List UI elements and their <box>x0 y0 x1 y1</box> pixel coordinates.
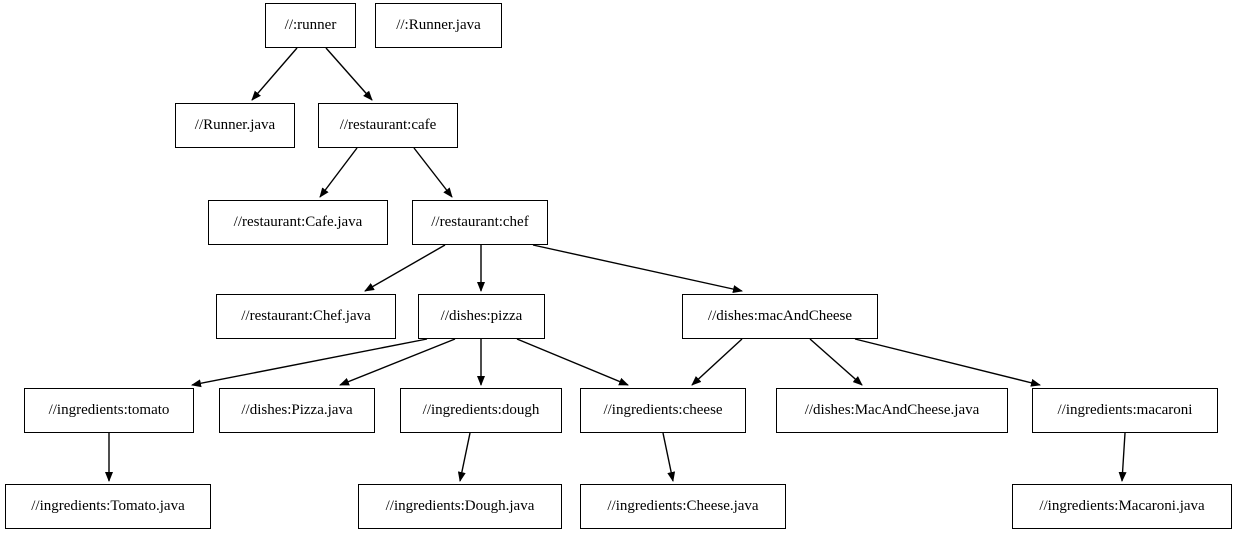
node-label: //dishes:pizza <box>440 308 523 324</box>
node-ingredients_macaroni[interactable]: //ingredients:macaroni <box>1032 388 1218 433</box>
node-restaurant_cafe_java[interactable]: //restaurant:Cafe.java <box>208 200 388 245</box>
node-label: //:runner <box>284 17 337 33</box>
edge-ingredients_cheese-to-ingredients_cheese_java <box>662 432 676 482</box>
edge-dishes_pizza-to-dishes_pizza_java <box>339 338 456 386</box>
node-ingredients_tomato[interactable]: //ingredients:tomato <box>24 388 194 433</box>
node-ingredients_dough_java[interactable]: //ingredients:Dough.java <box>358 484 562 529</box>
edge-dishes_pizza-to-ingredients_tomato <box>191 338 428 388</box>
node-ingredients_cheese[interactable]: //ingredients:cheese <box>580 388 746 433</box>
node-runner_java[interactable]: //Runner.java <box>175 103 295 148</box>
edge-runner_target-to-runner_java <box>251 47 298 101</box>
edge-ingredients_macaroni-to-ingredients_macaroni_java <box>1118 432 1127 482</box>
node-label: //ingredients:macaroni <box>1057 402 1193 418</box>
node-label: //dishes:macAndCheese <box>707 308 853 324</box>
node-label: //ingredients:Tomato.java <box>31 498 185 514</box>
node-label: //ingredients:dough <box>422 402 540 418</box>
node-label: //Runner.java <box>194 117 276 133</box>
node-label: //ingredients:tomato <box>48 402 170 418</box>
node-ingredients_macaroni_java[interactable]: //ingredients:Macaroni.java <box>1012 484 1232 529</box>
edge-restaurant_chef-to-restaurant_chef_java <box>364 244 446 292</box>
node-label: //restaurant:cafe <box>339 117 437 133</box>
node-restaurant_chef_java[interactable]: //restaurant:Chef.java <box>216 294 396 339</box>
node-root_runner_java[interactable]: //:Runner.java <box>375 3 502 48</box>
node-ingredients_tomato_java[interactable]: //ingredients:Tomato.java <box>5 484 211 529</box>
node-label: //dishes:MacAndCheese.java <box>804 402 980 418</box>
node-restaurant_chef[interactable]: //restaurant:chef <box>412 200 548 245</box>
node-label: //ingredients:cheese <box>603 402 723 418</box>
node-label: //restaurant:chef <box>431 214 529 230</box>
edge-ingredients_dough-to-ingredients_dough_java <box>457 432 471 482</box>
node-dishes_macandcheese_java[interactable]: //dishes:MacAndCheese.java <box>776 388 1008 433</box>
node-label: //:Runner.java <box>396 17 481 33</box>
node-dishes_macandcheese[interactable]: //dishes:macAndCheese <box>682 294 878 339</box>
edge-dishes_pizza-to-ingredients_cheese <box>516 338 629 386</box>
node-label: //ingredients:Macaroni.java <box>1039 498 1205 514</box>
node-dishes_pizza_java[interactable]: //dishes:Pizza.java <box>219 388 375 433</box>
node-dishes_pizza[interactable]: //dishes:pizza <box>418 294 545 339</box>
edge-dishes_macandcheese-to-ingredients_macaroni <box>854 338 1041 387</box>
node-label: //restaurant:Cafe.java <box>233 214 363 230</box>
node-label: //ingredients:Cheese.java <box>607 498 759 514</box>
edge-restaurant_cafe-to-restaurant_cafe_java <box>319 147 358 198</box>
node-label: //ingredients:Dough.java <box>385 498 535 514</box>
node-runner_target[interactable]: //:runner <box>265 3 356 48</box>
edge-dishes_macandcheese-to-dishes_macandcheese_java <box>809 338 863 386</box>
node-restaurant_cafe[interactable]: //restaurant:cafe <box>318 103 458 148</box>
edge-dishes_macandcheese-to-ingredients_cheese <box>691 338 743 386</box>
node-label: //dishes:Pizza.java <box>241 402 353 418</box>
edge-runner_target-to-restaurant_cafe <box>325 47 373 101</box>
edge-restaurant_cafe-to-restaurant_chef <box>413 147 453 198</box>
node-ingredients_cheese_java[interactable]: //ingredients:Cheese.java <box>580 484 786 529</box>
node-ingredients_dough[interactable]: //ingredients:dough <box>400 388 562 433</box>
node-label: //restaurant:Chef.java <box>241 308 371 324</box>
edge-restaurant_chef-to-dishes_macandcheese <box>532 244 743 293</box>
